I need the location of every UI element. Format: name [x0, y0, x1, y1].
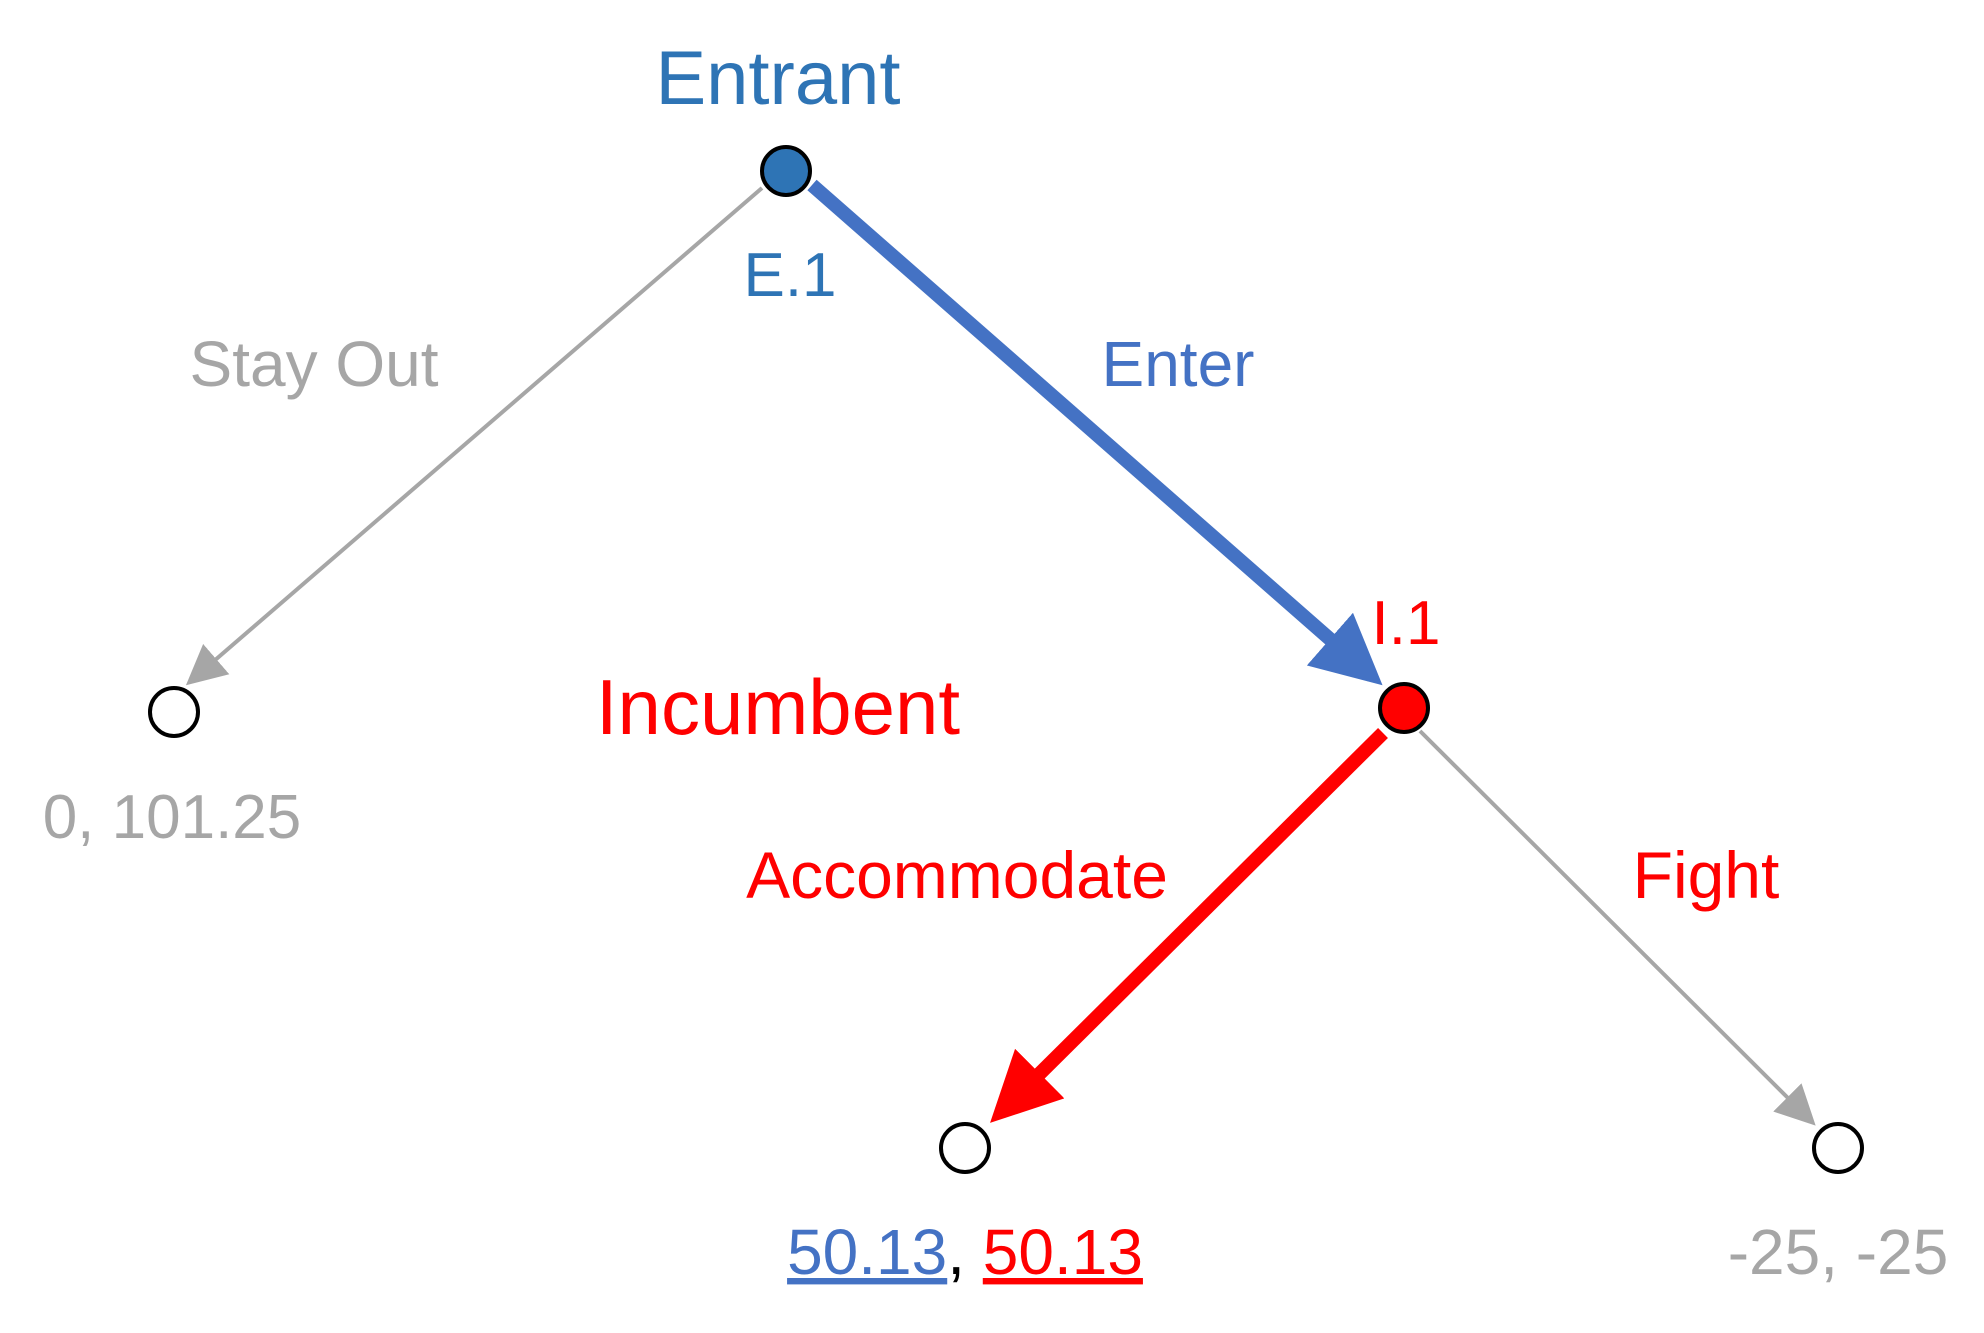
accommodate-payoff-incumbent: 50.13 [983, 1216, 1143, 1288]
enter-action-label: Enter [1102, 328, 1255, 400]
entrant-decision-node[interactable] [760, 145, 812, 197]
edge-fight [1418, 729, 1816, 1126]
accommodate-payoff: 50.13, 50.13 [787, 1216, 1143, 1288]
edge-accommodate [990, 728, 1388, 1123]
terminal-node-stay-out [148, 686, 200, 738]
incumbent-player-label: Incumbent [596, 663, 961, 751]
accommodate-payoff-entrant: 50.13 [787, 1216, 947, 1288]
fight-action-label: Fight [1633, 838, 1780, 912]
entrant-player-label: Entrant [655, 36, 900, 121]
terminal-node-accommodate [939, 1122, 991, 1174]
accommodate-payoff-separator: , [947, 1216, 983, 1288]
edge-stay-out [185, 186, 764, 686]
stay-out-action-label: Stay Out [190, 328, 439, 400]
edge-enter [807, 179, 1383, 686]
entrant-node-label: E.1 [743, 241, 836, 310]
accommodate-action-label: Accommodate [746, 838, 1168, 912]
fight-payoff: -25, -25 [1728, 1216, 1949, 1288]
incumbent-node-label: I.1 [1372, 589, 1441, 658]
incumbent-decision-node[interactable] [1378, 682, 1430, 734]
stay-out-payoff: 0, 101.25 [43, 783, 302, 852]
terminal-node-fight [1812, 1122, 1864, 1174]
